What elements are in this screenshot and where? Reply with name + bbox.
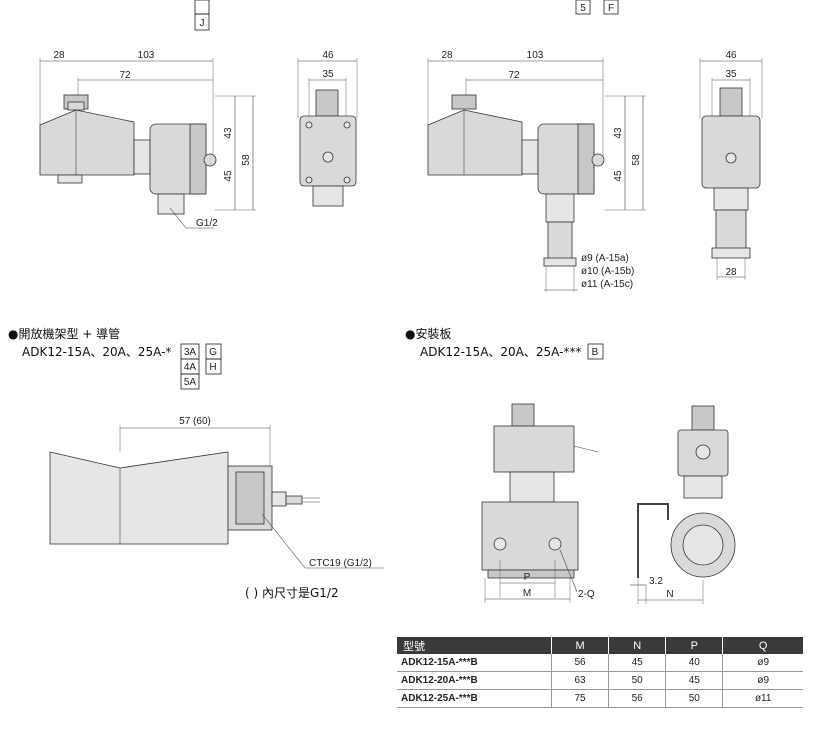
top-right-code-stub: 5 F — [575, 0, 619, 15]
top-left-code-stub: J — [194, 0, 210, 31]
code-5a: 5A — [184, 377, 197, 388]
code-j: J — [200, 18, 205, 29]
cell-n: 56 — [608, 689, 667, 708]
dim-72: 72 — [119, 70, 131, 81]
phi11-label: ø11 (A-15c) — [581, 279, 633, 290]
table-header-row: 型號 M N P Q — [397, 637, 803, 654]
thread-label: G1/2 — [196, 218, 218, 229]
dim-58-pipe: 58 — [631, 154, 642, 166]
coil-cap-front — [315, 89, 339, 117]
port-fitting — [157, 193, 185, 215]
dim-57-60: 57 (60) — [179, 416, 211, 427]
pipe-valve-front-view: 46 35 28 — [699, 50, 763, 280]
dim-46: 46 — [322, 50, 334, 61]
open-frame-title: ●開放機架型 + 導管 — [8, 326, 120, 341]
mounting-plate-section: ●安裝板 ADK12-15A、20A、25A-*** B P M 2-Q — [405, 326, 736, 604]
bracket-note: ( ) 內尺寸是G1/2 — [245, 586, 339, 600]
cell-p: 40 — [665, 654, 724, 672]
cell-m: 75 — [551, 689, 610, 708]
label-3-2: 3.2 — [649, 576, 663, 587]
cell-m: 56 — [551, 654, 610, 672]
ctc-label: CTC19 (G1/2) — [309, 558, 372, 569]
cell-p: 50 — [665, 689, 724, 708]
table-row: ADK12-15A-***B 56 45 40 ø9 — [397, 654, 803, 672]
code-3a: 3A — [184, 347, 197, 358]
label-p: P — [524, 572, 531, 583]
phi9-label: ø9 (A-15a) — [581, 253, 629, 264]
coil-body-pipe — [427, 109, 523, 176]
label-m: M — [523, 588, 531, 599]
header-n: N — [608, 637, 667, 654]
code-4a: 4A — [184, 362, 197, 373]
code-g: G — [209, 347, 217, 358]
cell-model: ADK12-20A-***B — [397, 671, 552, 690]
plate-valve-body — [481, 501, 579, 571]
code-h: H — [209, 362, 216, 373]
dim-58: 58 — [241, 154, 252, 166]
dim-35-pipe: 35 — [725, 69, 737, 80]
phi10-label: ø10 (A-15b) — [581, 266, 634, 277]
dim-46-pipe: 46 — [725, 50, 737, 61]
cell-q: ø9 — [722, 671, 803, 690]
code-b: B — [592, 347, 599, 358]
cell-model: ADK12-25A-***B — [397, 689, 552, 708]
open-frame-section: ●開放機架型 + 導管 ADK12-15A、20A、25A-* 3A 4A 5A… — [8, 326, 384, 600]
std-valve-side-view: 28 103 72 43 58 45 G1/2 — [39, 50, 256, 229]
cell-n: 50 — [608, 671, 667, 690]
cell-q: ø11 — [722, 689, 803, 708]
code-f: F — [608, 3, 614, 14]
cell-model: ADK12-15A-***B — [397, 654, 552, 672]
dim-45: 45 — [223, 170, 234, 182]
dim-28b: 28 — [725, 267, 737, 278]
header-m: M — [551, 637, 610, 654]
cell-q: ø9 — [722, 654, 803, 672]
plate-title: ●安裝板 — [405, 326, 451, 341]
coil-body — [39, 109, 135, 176]
header-model: 型號 — [397, 637, 552, 654]
dim-28-pipe: 28 — [441, 50, 453, 61]
label-n: N — [666, 589, 673, 600]
port-front — [312, 185, 344, 207]
cell-n: 45 — [608, 654, 667, 672]
cell-m: 63 — [551, 671, 610, 690]
header-q: Q — [722, 637, 803, 654]
header-p: P — [665, 637, 724, 654]
open-frame-model: ADK12-15A、20A、25A-* — [22, 345, 171, 359]
open-frame-coil — [49, 451, 229, 545]
dim-43-pipe: 43 — [613, 127, 624, 139]
code-5: 5 — [580, 3, 586, 14]
cell-p: 45 — [665, 671, 724, 690]
label-2q: 2-Q — [578, 589, 595, 600]
dim-43: 43 — [223, 127, 234, 139]
dim-45-pipe: 45 — [613, 170, 624, 182]
pipe-valve-side-view: 28 103 72 43 58 45 ø9 (A-15a) ø10 (A-15b… — [427, 50, 646, 292]
table-row: ADK12-20A-***B 63 50 45 ø9 — [397, 671, 803, 690]
std-valve-front-view: 46 35 — [297, 50, 358, 207]
dim-103-pipe: 103 — [527, 50, 544, 61]
plate-valve-coil — [493, 425, 575, 473]
pipe-fitting — [547, 221, 573, 261]
dim-35: 35 — [322, 69, 334, 80]
dim-72-pipe: 72 — [508, 70, 520, 81]
table-row: ADK12-25A-***B 75 56 50 ø11 — [397, 689, 803, 708]
dim-28: 28 — [53, 50, 65, 61]
dim-103: 103 — [138, 50, 155, 61]
spec-table: 型號 M N P Q ADK12-15A-***B 56 45 40 ø9 AD… — [397, 637, 803, 708]
plate-model: ADK12-15A、20A、25A-*** — [420, 345, 581, 359]
